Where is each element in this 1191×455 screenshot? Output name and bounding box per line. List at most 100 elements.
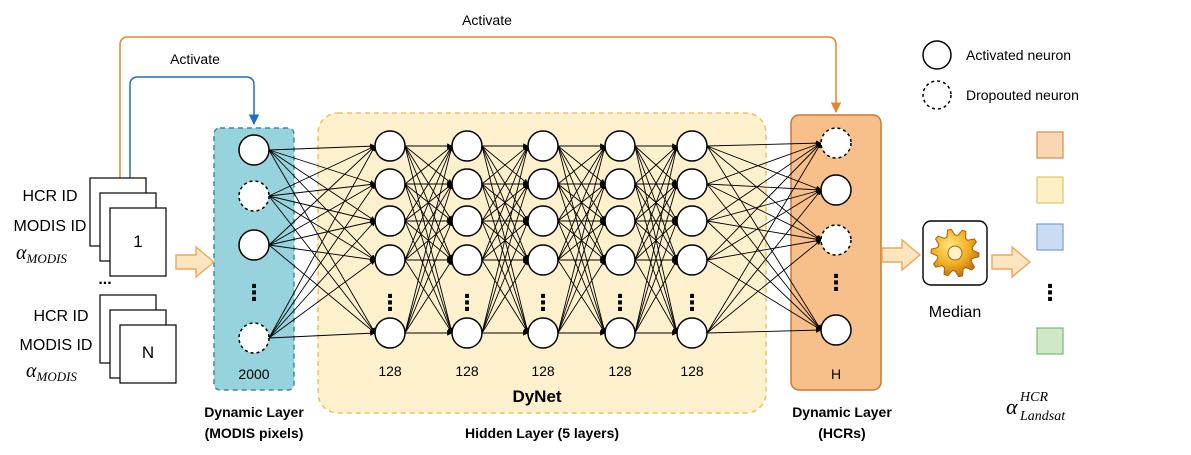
input-card-stack-1: 1 [89, 177, 167, 277]
activated-neuron [676, 168, 708, 200]
connection [706, 142, 822, 185]
activated-neuron [374, 168, 406, 200]
connection [268, 143, 376, 151]
connection [634, 145, 678, 185]
output-layer-title-line1: Dynamic Layer [792, 404, 892, 420]
dynet-title: DyNet [512, 387, 561, 406]
card-n-alpha: αMODIS [26, 360, 77, 384]
activated-neuron [451, 168, 483, 200]
card-1-alpha: αMODIS [16, 242, 67, 266]
hidden-layer-ellipsis: ⋮ [456, 290, 478, 315]
hidden-layer-ellipsis: ⋮ [681, 290, 703, 315]
connection [404, 145, 453, 185]
legend-activated-neuron [922, 40, 952, 70]
input-layer-ellipsis: ⋮ [243, 280, 265, 305]
connection [268, 259, 376, 339]
activated-neuron [374, 205, 406, 237]
hidden-layer-ellipsis: ⋮ [532, 290, 554, 315]
card-1-modis-id: MODIS ID [14, 218, 87, 235]
activated-neuron [676, 244, 708, 276]
legend-dropout-neuron [922, 80, 952, 110]
connection [706, 189, 822, 261]
result-swatches [1036, 131, 1064, 355]
activated-neuron [676, 130, 708, 162]
card-n-alpha-subscript: MODIS [36, 369, 78, 384]
connection [634, 220, 678, 334]
connection [268, 330, 376, 339]
layer-ellipses: ⋮⋮⋮⋮⋮⋮⋮ [243, 270, 847, 315]
connection [557, 145, 606, 261]
card-n-hcr-id: HCR ID [33, 308, 88, 325]
activated-neuron [238, 134, 270, 166]
activated-neuron [527, 317, 559, 349]
connection [706, 142, 822, 222]
flow-arrow [881, 238, 922, 272]
connection [268, 195, 376, 261]
activated-neuron [604, 244, 636, 276]
connection [481, 183, 530, 334]
connection [634, 183, 678, 261]
connection [268, 145, 376, 339]
neurons [238, 127, 852, 354]
connection [481, 220, 529, 334]
connection [557, 220, 606, 334]
card-1-alpha-subscript: MODIS [26, 251, 68, 266]
connection [404, 183, 453, 261]
result-alpha: α [1006, 394, 1018, 419]
inner-activate-arrow [129, 76, 260, 190]
result-swatch [1036, 223, 1064, 251]
card-1-label: 1 [133, 232, 142, 251]
connection [706, 189, 822, 334]
result-swatch [1036, 176, 1064, 204]
connection [706, 238, 822, 261]
result-alpha-symbol: α [1006, 394, 1018, 419]
legend-activated-label: Activated neuron [966, 47, 1071, 63]
top-activate-label: Activate [462, 12, 512, 28]
activated-neuron [374, 244, 406, 276]
connection [481, 183, 529, 261]
connection [706, 183, 822, 193]
result-alpha-subscript: Landsat [1019, 409, 1066, 424]
dropout-neuron [238, 322, 270, 354]
connection [706, 183, 822, 241]
connection [706, 188, 822, 222]
legend: Activated neuron Dropouted neuron [922, 40, 1079, 110]
activated-neuron [527, 205, 559, 237]
connection [404, 145, 454, 334]
input-layer-count: 2000 [238, 366, 269, 382]
median-label: Median [929, 304, 981, 321]
hidden-layer-count: 128 [378, 363, 402, 379]
hidden-layer-ellipsis: ⋮ [609, 290, 631, 315]
connection [404, 145, 453, 222]
connection [268, 181, 376, 197]
connection [268, 219, 376, 246]
gear-icon [930, 228, 980, 278]
activated-neuron [676, 317, 708, 349]
activated-neuron [527, 130, 559, 162]
connection [706, 142, 822, 334]
connection [706, 142, 822, 261]
input-layer-title-line1: Dynamic Layer [204, 404, 304, 420]
connection [706, 220, 822, 331]
activated-neuron [374, 317, 406, 349]
activated-neuron [527, 168, 559, 200]
connection [557, 145, 606, 222]
connection [268, 145, 376, 246]
connection [481, 145, 529, 222]
activated-neuron [451, 130, 483, 162]
top-activate-arrow [119, 36, 842, 180]
result-ellipsis: ⋮ [1039, 280, 1061, 305]
connection [634, 183, 679, 334]
activated-neuron [676, 205, 708, 237]
hidden-layer-ellipsis: ⋮ [379, 290, 401, 315]
flow-arrow [175, 245, 216, 279]
connection [268, 244, 376, 334]
connection [557, 259, 606, 334]
output-layer-count: H [831, 366, 841, 382]
connection [557, 145, 606, 185]
activated-neuron [374, 130, 406, 162]
connection [268, 195, 376, 334]
connection [557, 145, 607, 334]
hidden-layer-count: 128 [680, 363, 704, 379]
input-card-stack-n: N [99, 294, 177, 384]
